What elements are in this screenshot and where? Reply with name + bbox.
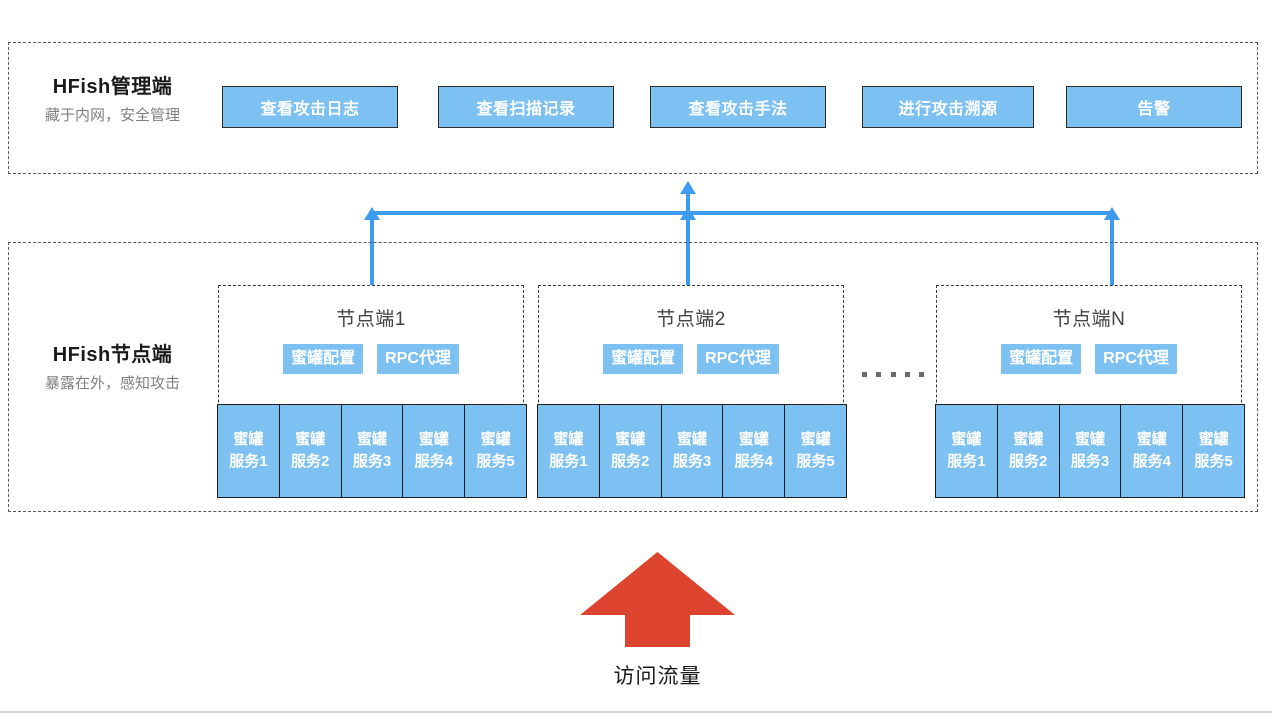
uplink-stem <box>686 192 690 214</box>
service-box[interactable]: 蜜罐 服务4 <box>402 404 466 498</box>
node-zone-label: HFish节点端 暴露在外，感知攻击 <box>10 342 215 396</box>
service-line1: 蜜罐 <box>418 431 449 448</box>
service-row: 蜜罐 服务1 蜜罐 服务2 蜜罐 服务3 蜜罐 服务4 蜜罐 服务5 <box>217 404 527 498</box>
service-line1: 蜜罐 <box>295 431 326 448</box>
service-line2: 服务4 <box>734 453 773 470</box>
ellipsis-dot <box>890 371 896 377</box>
service-line1: 蜜罐 <box>480 431 511 448</box>
node-tag-group: 蜜罐配置 RPC代理 <box>219 344 523 374</box>
traffic-label: 访问流量 <box>613 665 702 688</box>
node-zone <box>8 242 1258 512</box>
node-title: 节点端N <box>1052 309 1126 330</box>
service-box[interactable]: 蜜罐 服务3 <box>660 404 724 498</box>
service-row: 蜜罐 服务1 蜜罐 服务2 蜜罐 服务3 蜜罐 服务4 蜜罐 服务5 <box>935 404 1245 498</box>
view-scan-records-button[interactable]: 查看扫描记录 <box>438 86 614 128</box>
service-line1: 蜜罐 <box>800 431 831 448</box>
service-line2: 服务5 <box>1194 453 1233 470</box>
service-line2: 服务2 <box>1009 453 1048 470</box>
service-line2: 服务1 <box>947 453 986 470</box>
service-box[interactable]: 蜜罐 服务5 <box>464 404 527 498</box>
manager-zone-title: HFish管理端 <box>52 76 173 98</box>
node2-arrow-icon <box>680 207 696 220</box>
service-line2: 服务1 <box>229 453 268 470</box>
manager-zone-label: HFish管理端 藏于内网，安全管理 <box>10 74 215 128</box>
service-row: 蜜罐 服务1 蜜罐 服务2 蜜罐 服务3 蜜罐 服务4 蜜罐 服务5 <box>537 404 847 498</box>
alert-button[interactable]: 告警 <box>1066 86 1242 128</box>
bottom-divider <box>0 711 1272 713</box>
honeypot-config-tag[interactable]: 蜜罐配置 <box>283 344 364 374</box>
node1-arrow-icon <box>364 207 380 220</box>
node-box-n[interactable]: 节点端N 蜜罐配置 RPC代理 蜜罐 服务1 蜜罐 服务2 蜜罐 服务3 蜜罐 … <box>935 285 1245 498</box>
service-box[interactable]: 蜜罐 服务5 <box>784 404 847 498</box>
nodeN-arrow-icon <box>1104 207 1120 220</box>
ellipsis-dot <box>919 371 924 377</box>
service-line1: 蜜罐 <box>553 431 584 448</box>
service-line1: 蜜罐 <box>1198 431 1229 448</box>
node-title: 节点端2 <box>656 309 726 330</box>
service-line1: 蜜罐 <box>1074 431 1105 448</box>
honeypot-config-tag[interactable]: 蜜罐配置 <box>603 344 684 374</box>
manager-zone <box>8 42 1258 174</box>
manager-zone-subtitle: 藏于内网，安全管理 <box>44 107 180 124</box>
service-box[interactable]: 蜜罐 服务1 <box>217 404 280 498</box>
service-line2: 服务3 <box>352 453 392 470</box>
rpc-proxy-tag[interactable]: RPC代理 <box>1095 344 1177 374</box>
traffic-arrow-icon <box>580 552 735 647</box>
service-line2: 服务2 <box>291 453 330 470</box>
service-box[interactable]: 蜜罐 服务2 <box>598 404 662 498</box>
service-line2: 服务5 <box>796 453 835 470</box>
service-line1: 蜜罐 <box>1136 431 1167 448</box>
node-box-2[interactable]: 节点端2 蜜罐配置 RPC代理 蜜罐 服务1 蜜罐 服务2 蜜罐 服务3 蜜罐 … <box>537 285 847 498</box>
nodeN-link-stem <box>1110 213 1114 287</box>
service-line1: 蜜罐 <box>615 431 646 448</box>
service-box[interactable]: 蜜罐 服务4 <box>722 404 786 498</box>
service-box[interactable]: 蜜罐 服务3 <box>1058 404 1122 498</box>
service-line1: 蜜罐 <box>356 431 387 448</box>
node-zone-title: HFish节点端 <box>52 344 173 366</box>
service-line1: 蜜罐 <box>1013 431 1044 448</box>
node-title: 节点端1 <box>336 309 406 330</box>
service-line2: 服务2 <box>611 453 650 470</box>
service-box[interactable]: 蜜罐 服务3 <box>340 404 404 498</box>
service-line1: 蜜罐 <box>951 431 982 448</box>
rpc-proxy-tag[interactable]: RPC代理 <box>697 344 779 374</box>
service-box[interactable]: 蜜罐 服务1 <box>537 404 600 498</box>
node-box-1[interactable]: 节点端1 蜜罐配置 RPC代理 蜜罐 服务1 蜜罐 服务2 蜜罐 服务3 蜜罐 … <box>217 285 527 498</box>
view-attack-log-button[interactable]: 查看攻击日志 <box>222 86 398 128</box>
ellipsis-dot <box>904 371 910 377</box>
node-tag-group: 蜜罐配置 RPC代理 <box>937 344 1241 374</box>
node-ellipsis-icon <box>862 366 924 382</box>
service-line2: 服务3 <box>1070 453 1110 470</box>
service-line1: 蜜罐 <box>738 431 769 448</box>
node-zone-subtitle: 暴露在外，感知攻击 <box>44 375 180 392</box>
uplink-arrow-icon <box>680 181 696 194</box>
service-line2: 服务4 <box>414 453 453 470</box>
service-line1: 蜜罐 <box>233 431 264 448</box>
rpc-proxy-tag[interactable]: RPC代理 <box>377 344 459 374</box>
ellipsis-dot <box>876 371 882 377</box>
node2-link-stem <box>686 213 690 287</box>
service-line2: 服务4 <box>1132 453 1171 470</box>
ellipsis-dot <box>862 371 867 377</box>
view-attack-techniques-button[interactable]: 查看攻击手法 <box>650 86 826 128</box>
attack-traceback-button[interactable]: 进行攻击溯源 <box>862 86 1034 128</box>
honeypot-config-tag[interactable]: 蜜罐配置 <box>1001 344 1082 374</box>
service-box[interactable]: 蜜罐 服务1 <box>935 404 998 498</box>
service-line2: 服务1 <box>549 453 588 470</box>
service-line1: 蜜罐 <box>676 431 707 448</box>
node1-link-stem <box>370 213 374 287</box>
service-box[interactable]: 蜜罐 服务2 <box>996 404 1060 498</box>
service-line2: 服务5 <box>476 453 515 470</box>
service-line2: 服务3 <box>672 453 712 470</box>
service-box[interactable]: 蜜罐 服务2 <box>278 404 342 498</box>
service-box[interactable]: 蜜罐 服务4 <box>1120 404 1184 498</box>
service-box[interactable]: 蜜罐 服务5 <box>1182 404 1245 498</box>
node-tag-group: 蜜罐配置 RPC代理 <box>539 344 843 374</box>
connector-bus-line <box>370 211 1114 215</box>
